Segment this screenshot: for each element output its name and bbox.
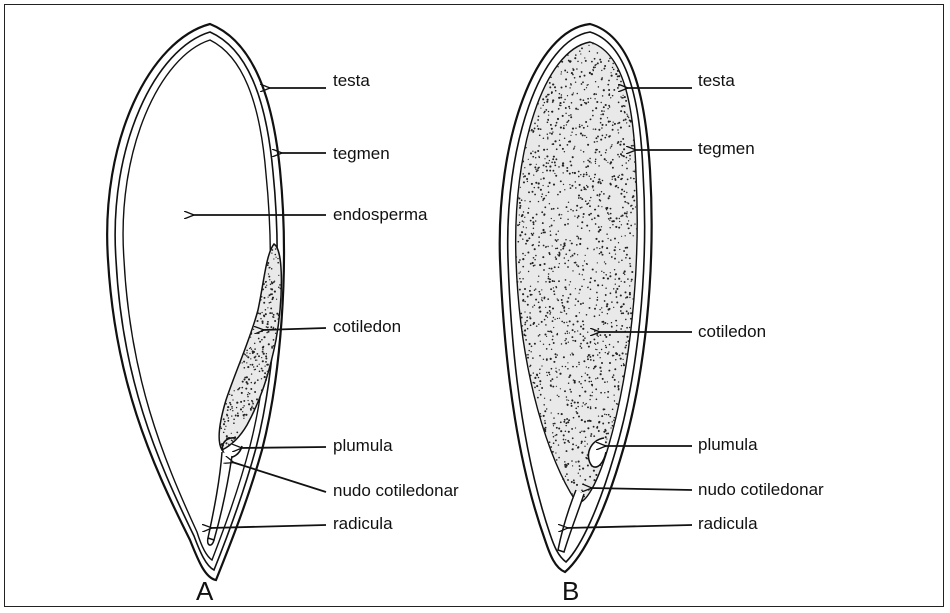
label-a-tegmen: tegmen <box>333 145 390 162</box>
seed-b-cotyledon <box>516 42 638 502</box>
label-b-plumula: plumula <box>698 436 758 453</box>
label-a-plumula: plumula <box>333 437 393 454</box>
label-a-nudo-cotiledonar: nudo cotiledonar <box>333 482 459 499</box>
panel-letter-a: A <box>196 578 213 604</box>
arrow-a-nudo <box>232 462 326 492</box>
arrow-a-radicula <box>210 525 326 528</box>
seed-a-endosperm-wall <box>123 40 270 560</box>
panel-letter-b: B <box>562 578 579 604</box>
label-b-testa: testa <box>698 72 735 89</box>
label-b-nudo-cotiledonar: nudo cotiledonar <box>698 481 824 498</box>
label-a-cotiledon: cotiledon <box>333 318 401 335</box>
label-a-testa: testa <box>333 72 370 89</box>
label-b-tegmen: tegmen <box>698 140 755 157</box>
arrow-b-nudo <box>590 488 692 490</box>
seed-b <box>500 24 652 572</box>
label-b-radicula: radicula <box>698 515 758 532</box>
seed-a <box>107 24 284 580</box>
arrow-a-plumula <box>240 447 326 448</box>
label-b-cotiledon: cotiledon <box>698 323 766 340</box>
label-a-endosperma: endosperma <box>333 206 428 223</box>
arrow-b-radicula <box>566 525 692 528</box>
label-a-radicula: radicula <box>333 515 393 532</box>
